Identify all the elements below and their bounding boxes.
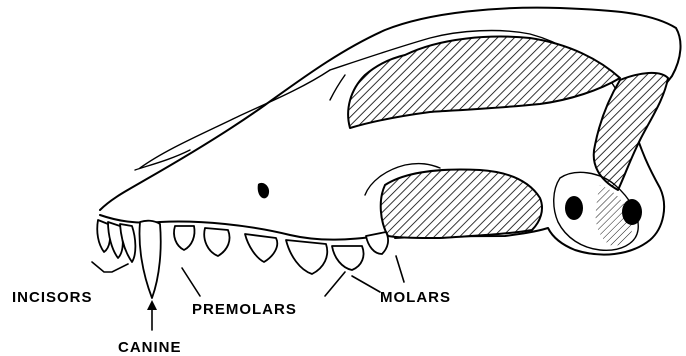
molars-leader-right (396, 256, 404, 282)
premolar-tooth-3 (245, 234, 277, 262)
label-premolars: PREMOLARS (192, 301, 297, 318)
incisor-tooth-3 (120, 224, 135, 262)
premolar-tooth-2 (204, 228, 229, 256)
premolar-tooth-1 (174, 226, 195, 250)
molar-tooth-1 (332, 246, 364, 270)
orbit-rear (594, 73, 668, 190)
premolars-leader-right (325, 272, 345, 296)
snout-ridge (140, 70, 330, 168)
molar-tooth-2 (366, 232, 388, 254)
premolars-leader-left (182, 268, 200, 296)
label-canine: CANINE (118, 339, 182, 356)
canine-arrow-head (147, 300, 157, 310)
molars-leader-left (352, 276, 380, 292)
incisors-bracket (92, 262, 128, 272)
auditory-meatus (565, 196, 583, 220)
premolar-tooth-4 (286, 240, 327, 274)
infraorbital-foramen (258, 183, 269, 198)
label-incisors: INCISORS (12, 289, 93, 306)
label-molars: MOLARS (380, 289, 451, 306)
zygomatic-fossa (381, 170, 542, 238)
face-contour-3 (330, 75, 345, 100)
face-contour-2 (135, 150, 190, 170)
canine-tooth (140, 221, 161, 298)
condyle (622, 199, 642, 225)
